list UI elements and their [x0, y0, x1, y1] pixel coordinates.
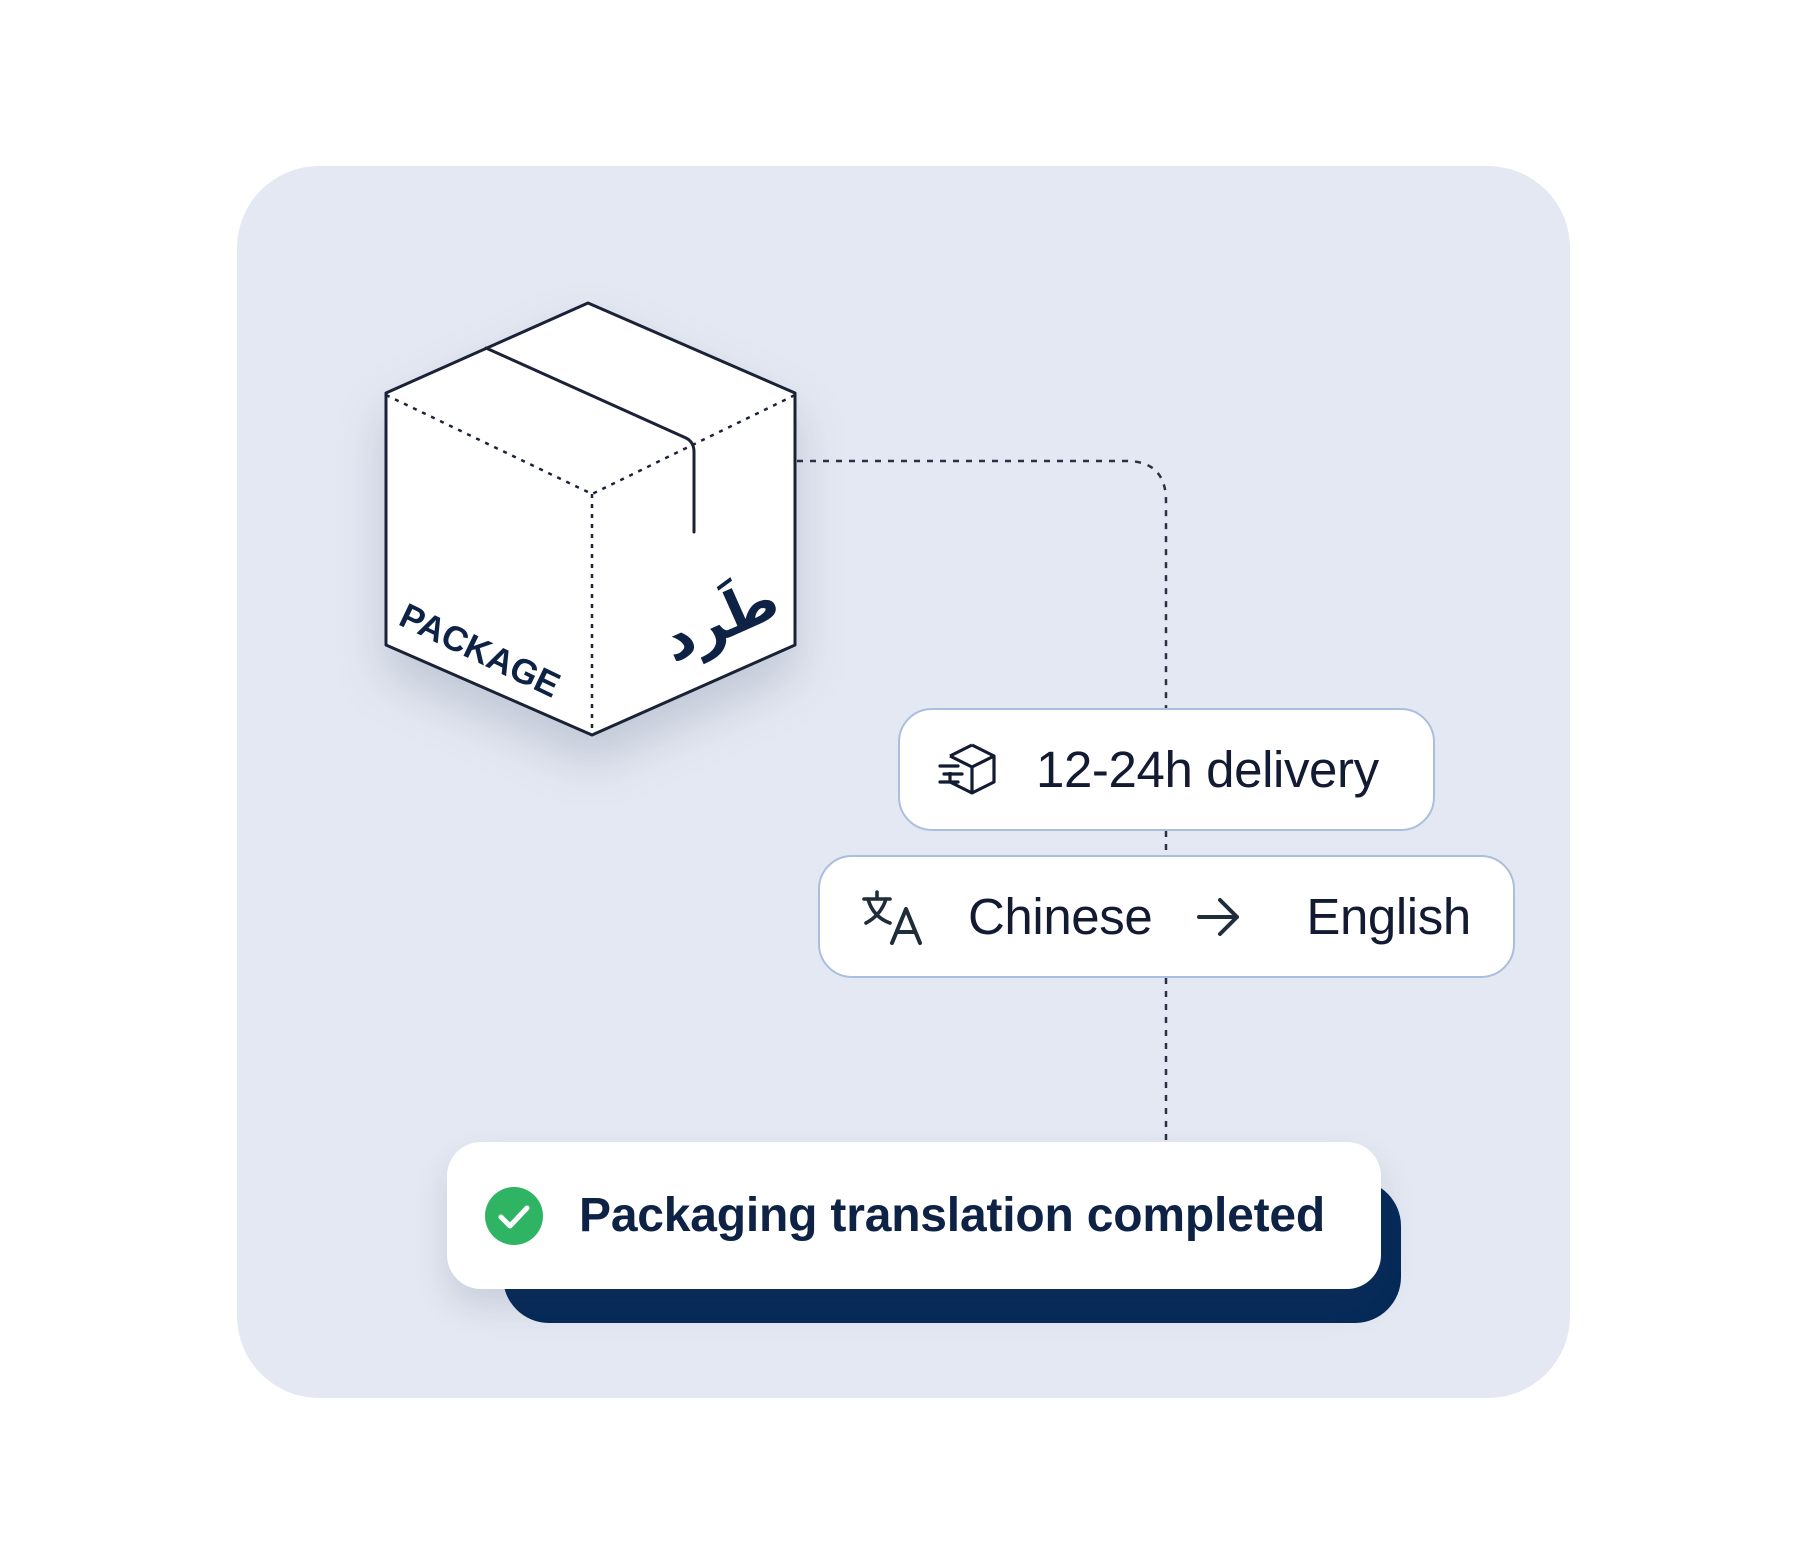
status-message: Packaging translation completed [579, 1189, 1325, 1242]
delivery-time-label: 12-24h delivery [1036, 741, 1379, 798]
source-language: Chinese [968, 888, 1153, 945]
arrow-right-icon [1196, 897, 1242, 937]
check-circle-icon [484, 1186, 544, 1246]
translate-icon [862, 889, 924, 945]
delivery-time-badge: 12-24h delivery [898, 708, 1435, 831]
fast-delivery-box-icon [938, 740, 1002, 800]
package-box: PACKAGE طَرد [366, 290, 806, 760]
language-pair-badge: Chinese English [818, 855, 1515, 978]
target-language: English [1306, 888, 1471, 945]
status-card: Packaging translation completed [447, 1142, 1381, 1289]
